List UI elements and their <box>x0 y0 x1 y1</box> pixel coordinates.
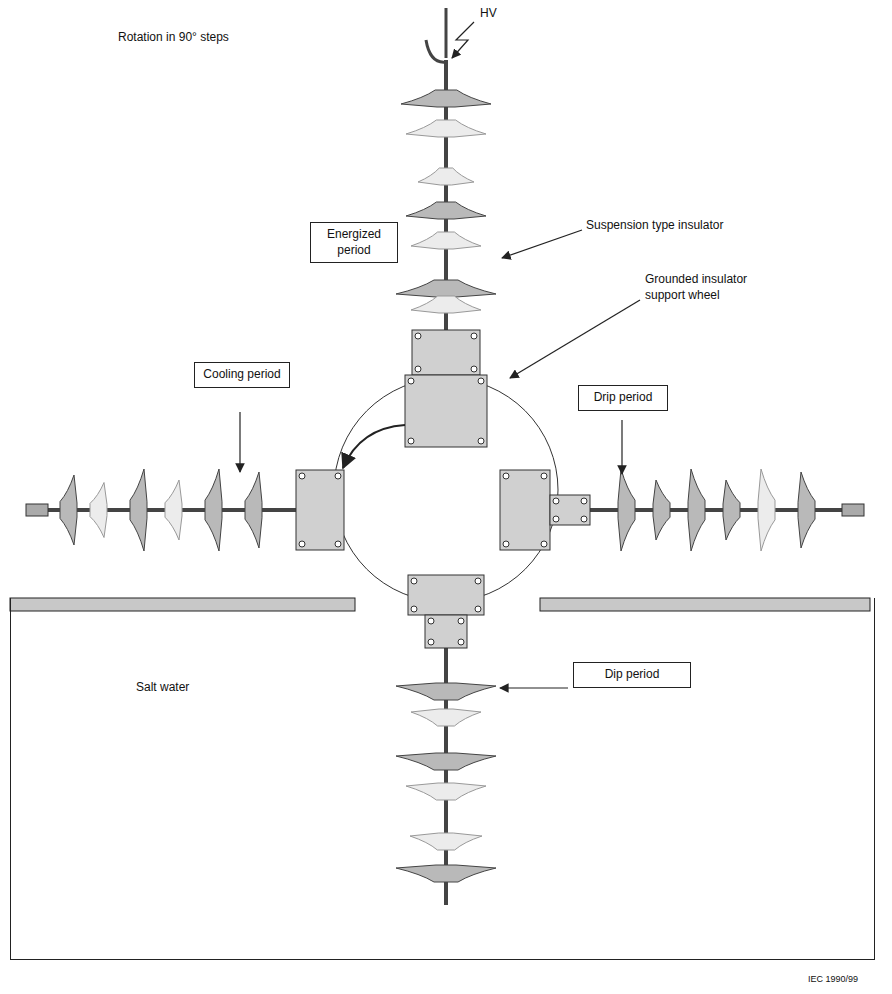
bolt <box>471 333 477 339</box>
bolt <box>428 618 434 624</box>
salt-water-tank: Salt water Dip period <box>10 598 875 960</box>
insulator-shed <box>245 472 262 548</box>
period-label: Energized period <box>317 227 391 258</box>
clamp-block <box>500 470 550 550</box>
insulator-shed <box>410 833 482 850</box>
bolt <box>408 378 414 384</box>
insulator-shed <box>396 683 496 700</box>
bolt <box>408 438 414 444</box>
bolt <box>411 606 417 612</box>
leader-arrow <box>510 300 640 378</box>
bolt <box>415 333 421 339</box>
insulator-shed <box>418 168 474 185</box>
rotation-arrow <box>343 425 405 468</box>
insulator-shed <box>205 469 222 551</box>
insulator-shed <box>396 865 496 882</box>
bolt <box>475 578 481 584</box>
period-box: Drip period <box>578 385 668 411</box>
insulator-shed <box>723 480 740 540</box>
insulator-shed <box>798 472 815 548</box>
insulator-shed <box>653 480 670 540</box>
end-fitting <box>26 504 48 516</box>
clamp-block <box>296 470 344 550</box>
bolt <box>503 473 509 479</box>
period-label: Drip period <box>585 390 661 406</box>
period-box: Cooling period <box>194 362 290 388</box>
end-fitting <box>842 504 864 516</box>
hv-hook <box>426 8 446 62</box>
bolt <box>458 618 464 624</box>
insulator-shed <box>396 753 496 770</box>
bolt <box>335 473 341 479</box>
insulator-shed <box>60 475 77 545</box>
clamp-block <box>405 375 487 447</box>
part-name: Suspension type insulator <box>586 218 723 234</box>
bolt <box>581 498 587 504</box>
insulator-shed <box>758 469 775 551</box>
bolt <box>581 516 587 522</box>
insulator-shed <box>411 709 481 726</box>
bolt <box>471 366 477 372</box>
insulator-shed <box>130 469 147 551</box>
insulator-shed <box>618 469 635 551</box>
region-label: Salt water <box>136 680 189 694</box>
clamp-block <box>412 330 480 375</box>
clamp-block <box>425 615 467 648</box>
leader-arrow <box>500 687 568 688</box>
bolt <box>415 366 421 372</box>
period-box: Energized period <box>310 222 398 263</box>
bolt <box>541 541 547 547</box>
insulator-shed <box>411 232 481 249</box>
bolt <box>458 639 464 645</box>
insulator-shed <box>406 202 486 219</box>
period-box: Dip period <box>573 662 691 688</box>
bolt <box>335 541 341 547</box>
part-name: Grounded insulator support wheel <box>645 272 785 303</box>
bolt <box>428 639 434 645</box>
bolt <box>503 541 509 547</box>
bolt <box>299 473 305 479</box>
insulator-shed <box>406 120 486 137</box>
hv-label: HV <box>480 6 497 22</box>
clamp-block <box>550 495 590 525</box>
bolt <box>478 438 484 444</box>
bolt <box>478 378 484 384</box>
insulator-shed <box>165 480 182 540</box>
insulator-shed <box>90 483 107 538</box>
figure-number: IEC 1990/99 <box>808 974 858 986</box>
bolt <box>541 473 547 479</box>
period-label: Dip period <box>580 667 684 683</box>
insulator-shed <box>688 469 705 551</box>
insulator-shed <box>396 280 496 297</box>
bolt <box>475 606 481 612</box>
bolt <box>553 516 559 522</box>
period-label: Cooling period <box>201 367 283 383</box>
leader-arrow <box>239 412 240 472</box>
leader-arrow <box>621 420 622 474</box>
bolt <box>299 541 305 547</box>
insulator-shed <box>406 783 486 800</box>
insulator-shed <box>411 296 481 313</box>
bolt <box>553 498 559 504</box>
insulator-shed <box>401 90 491 107</box>
rotation-note: Rotation in 90° steps <box>118 30 229 46</box>
clamp-block <box>408 575 484 615</box>
hv-arrow <box>452 22 474 58</box>
bolt <box>411 578 417 584</box>
leader-arrow <box>502 230 582 258</box>
